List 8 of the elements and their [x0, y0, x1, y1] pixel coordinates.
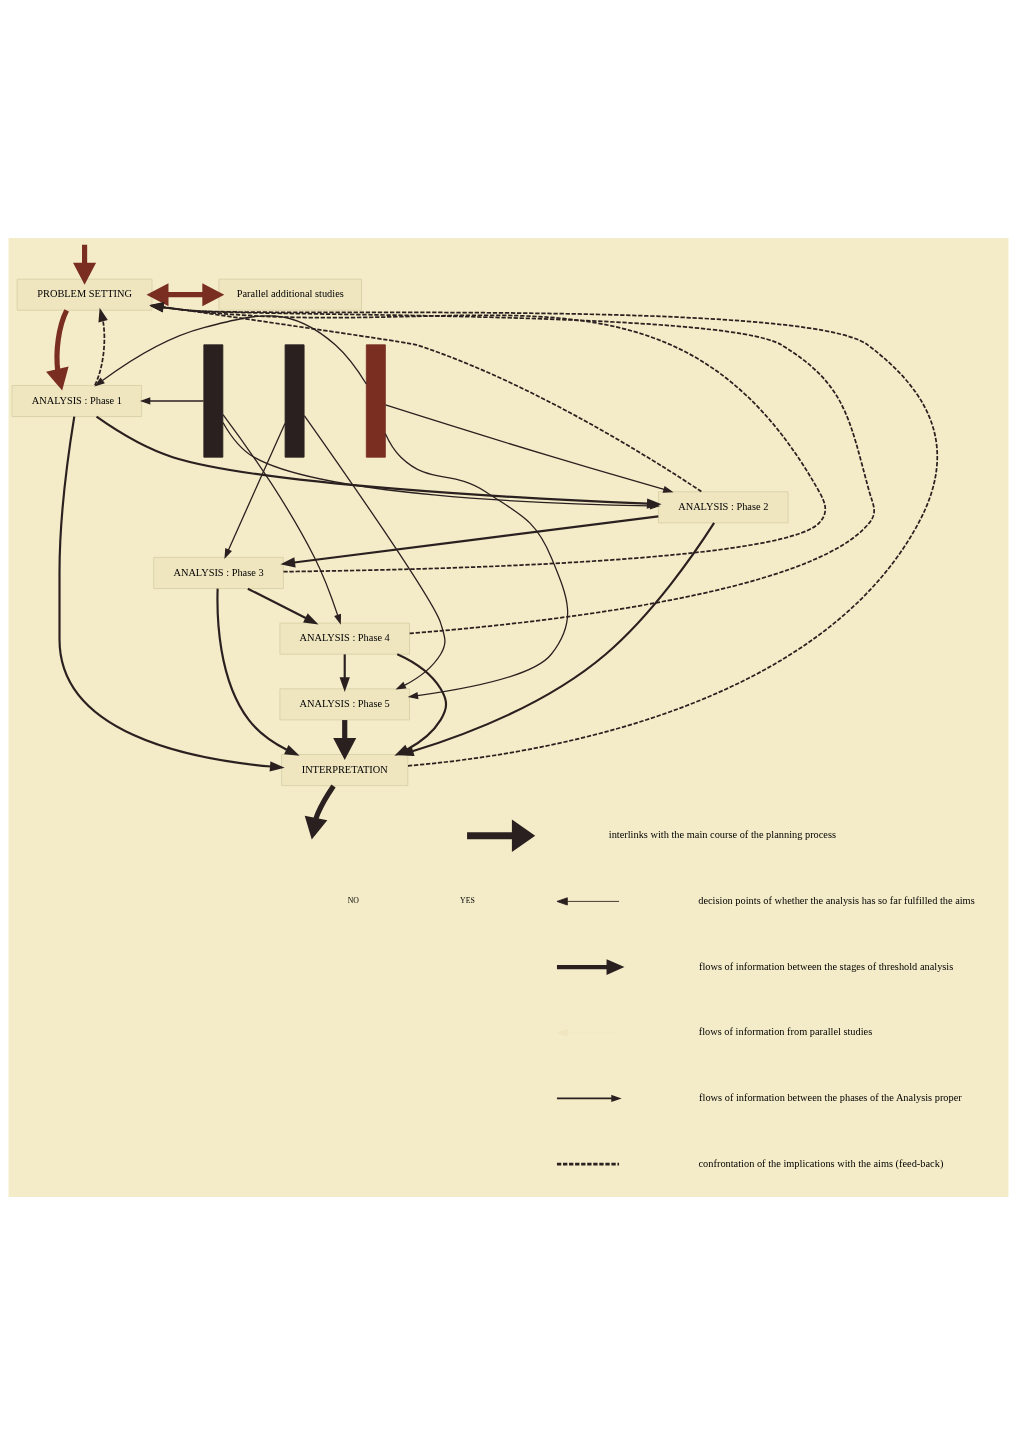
legend-label: confrontation of the implications with the aims (feed-back) [698, 1157, 944, 1169]
label: YES [460, 895, 475, 905]
legend-label: flows of information between the stages of threshold analysis [698, 960, 954, 972]
legend-label: decision points of whether the analysis has so far fulfilled the aims [698, 894, 975, 906]
legend-label: flows of information between the phases of the Analysis proper [699, 1091, 962, 1103]
legend-label: interlinks with the main course of the planning process [608, 828, 837, 840]
label: NO [347, 895, 359, 905]
legend-label: flows of information from parallel studies [698, 1025, 873, 1037]
